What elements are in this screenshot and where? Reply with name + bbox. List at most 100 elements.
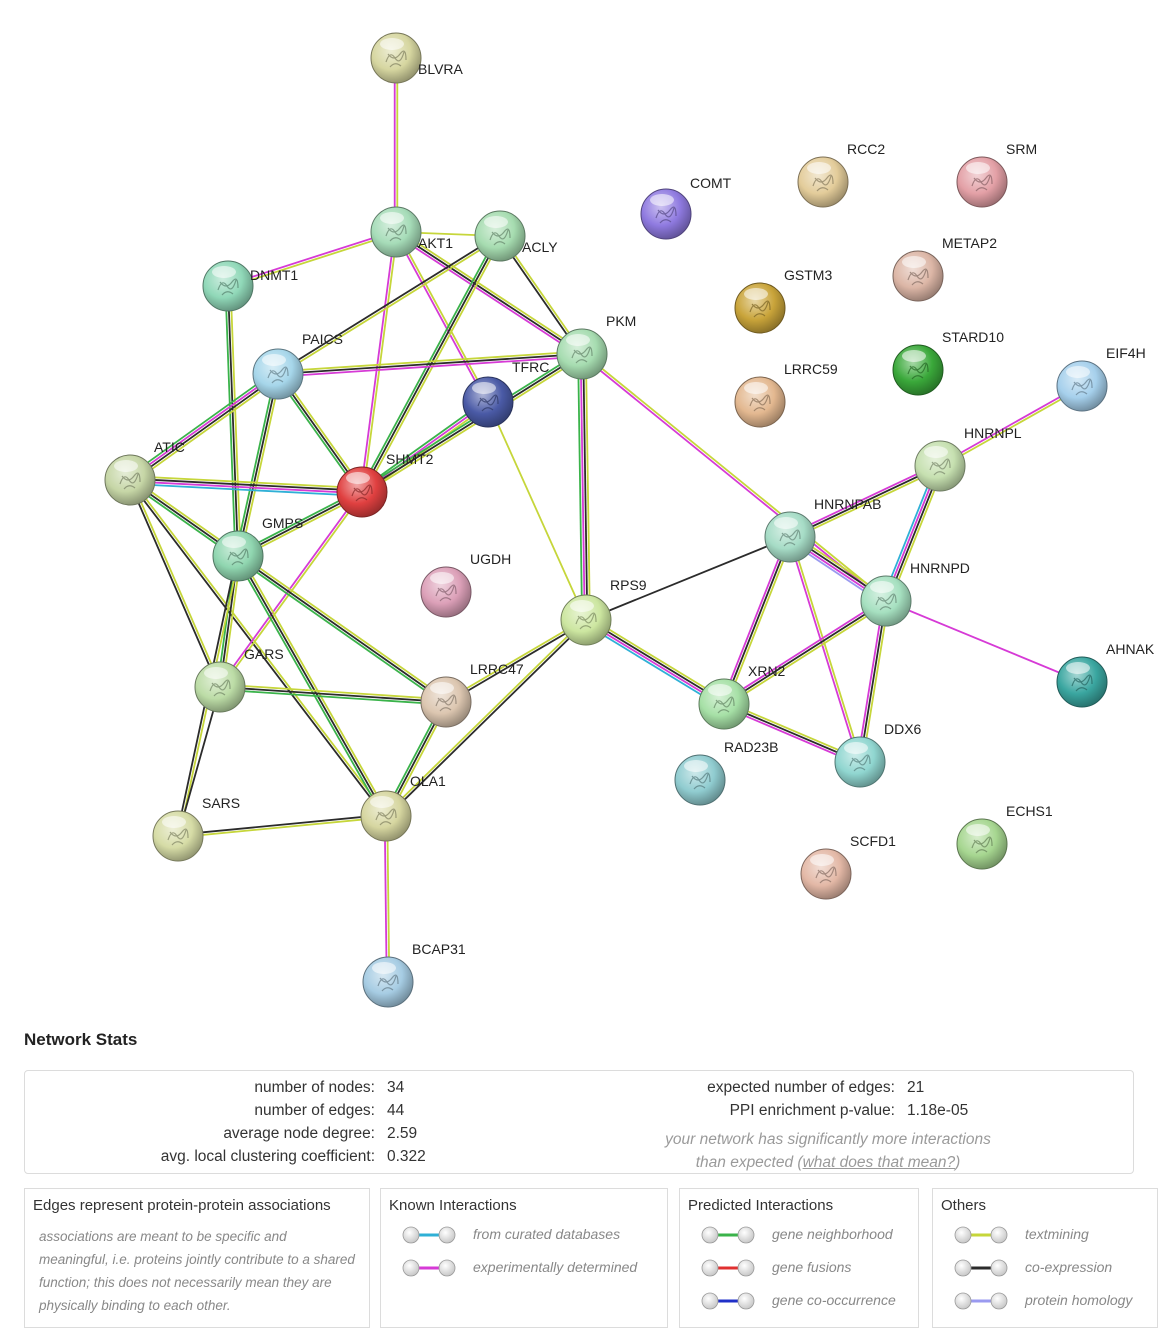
node-shmt2[interactable]: SHMT2 <box>336 451 434 518</box>
node-scfd1[interactable]: SCFD1 <box>800 833 896 900</box>
edge-ola1-bcap31[interactable] <box>383 815 391 983</box>
node-sars[interactable]: SARS <box>152 795 240 862</box>
edge-akt1-shmt2[interactable] <box>359 231 399 493</box>
node-paics[interactable]: PAICS <box>252 331 343 400</box>
node-rad23b[interactable]: RAD23B <box>674 739 778 806</box>
node-eif4h[interactable]: EIF4H <box>1056 345 1146 412</box>
node-atic[interactable]: ATIC <box>104 439 185 506</box>
stat-label: average node degree: <box>223 1125 375 1142</box>
edge-gmps-ola1[interactable] <box>234 554 390 818</box>
node-highlight <box>1066 366 1090 378</box>
edge-evidence-textmining <box>178 816 387 839</box>
edge-hnrnpab-ddx6[interactable] <box>787 536 863 763</box>
protein-structure-icon <box>217 278 239 296</box>
edge-paics-atic[interactable] <box>127 370 281 484</box>
node-bcap31[interactable]: BCAP31 <box>362 941 466 1008</box>
edge-pkm-hnrnpd[interactable] <box>580 352 888 603</box>
what-does-that-mean-link[interactable]: what does that mean? <box>802 1154 956 1171</box>
node-dnmt1[interactable]: DNMT1 <box>202 260 298 312</box>
edge-hnrnpd-xrn2[interactable] <box>722 598 888 707</box>
edge-evidence-coexpression <box>723 600 887 705</box>
edge-atic-ola1[interactable] <box>128 478 388 818</box>
protein-structure-icon <box>812 174 834 192</box>
protein-network-diagram: BLVRA AKT1 ACLY DNMT1 COMT RCC2 SRM METAP2 GSTM3… <box>104 32 1155 1008</box>
edge-gmps-lrrc47[interactable] <box>235 553 449 705</box>
edge-hnrnpd-ddx6[interactable] <box>856 600 890 763</box>
edge-gars-lrrc47[interactable] <box>219 683 447 706</box>
node-highlight <box>484 216 508 228</box>
node-gmps[interactable]: GMPS <box>212 515 303 582</box>
protein-structure-icon <box>385 224 407 242</box>
node-ahnak[interactable]: AHNAK <box>1056 641 1155 708</box>
edge-evidence-coexpression <box>361 353 583 493</box>
edge-blvra-akt1[interactable] <box>393 58 399 232</box>
edge-rps9-hnrnpab[interactable] <box>585 536 791 621</box>
edge-ola1-sars[interactable] <box>177 813 387 839</box>
edge-evidence-textmining <box>861 601 890 763</box>
node-rps9[interactable]: RPS9 <box>560 577 647 646</box>
node-tfrc[interactable]: TFRC <box>462 359 549 428</box>
edge-atic-shmt2[interactable] <box>129 475 363 497</box>
edge-acly-paics[interactable] <box>276 234 502 376</box>
edge-akt1-tfrc[interactable] <box>394 230 490 404</box>
edge-evidence-experimental <box>584 620 724 706</box>
stat-value: 44 <box>387 1102 405 1119</box>
node-label: HNRNPAB <box>814 496 881 512</box>
edge-paics-gmps[interactable] <box>234 373 282 557</box>
node-metap2[interactable]: METAP2 <box>892 235 997 302</box>
node-ddx6[interactable]: DDX6 <box>834 721 922 788</box>
edge-ola1-rps9[interactable] <box>384 618 588 818</box>
node-ola1[interactable]: OLA1 <box>360 773 446 842</box>
node-highlight <box>380 38 404 50</box>
node-lrrc47[interactable]: LRRC47 <box>420 661 524 728</box>
edge-evidence-coexpression <box>127 480 220 688</box>
edge-lrrc47-rps9[interactable] <box>444 618 588 704</box>
node-hnrnpab[interactable]: HNRNPAB <box>764 496 881 563</box>
node-label: BCAP31 <box>412 941 466 957</box>
edge-atic-gars[interactable] <box>127 479 223 688</box>
node-rcc2[interactable]: RCC2 <box>797 141 885 208</box>
node-echs1[interactable]: ECHS1 <box>956 803 1053 870</box>
edge-dnmt1-gmps[interactable] <box>224 285 242 557</box>
node-srm[interactable]: SRM <box>956 141 1037 208</box>
legend-swatch-icon <box>402 1226 456 1244</box>
edge-tfrc-rps9[interactable] <box>487 401 587 621</box>
legend-edges-panel: Edges represent protein-protein associat… <box>24 1188 370 1328</box>
edge-hnrnpd-ahnak[interactable] <box>885 600 1083 683</box>
node-hnrnpd[interactable]: HNRNPD <box>860 560 970 627</box>
node-comt[interactable]: COMT <box>640 175 732 240</box>
node-highlight <box>744 288 768 300</box>
edge-gars-sars[interactable] <box>177 686 221 837</box>
node-hnrnpl[interactable]: HNRNPL <box>914 425 1022 492</box>
edge-pkm-rps9[interactable] <box>577 353 591 621</box>
node-gstm3[interactable]: GSTM3 <box>734 267 832 334</box>
node-label: LRRC47 <box>470 661 524 677</box>
edge-evidence-textmining <box>584 353 591 620</box>
stat-value: 1.18e-05 <box>907 1102 969 1119</box>
protein-structure-icon <box>655 206 677 224</box>
node-gars[interactable]: GARS <box>194 646 284 713</box>
node-pkm[interactable]: PKM <box>556 313 636 380</box>
edge-rps9-xrn2[interactable] <box>583 615 727 709</box>
node-lrrc59[interactable]: LRRC59 <box>734 361 838 428</box>
edge-paics-pkm[interactable] <box>277 350 583 378</box>
edge-pkm-shmt2[interactable] <box>360 351 584 495</box>
protein-structure-icon <box>749 394 771 412</box>
legend-known-title: Known Interactions <box>389 1197 517 1214</box>
edge-akt1-dnmt1[interactable] <box>227 229 397 289</box>
edge-eif4h-hnrnpl[interactable] <box>938 384 1084 468</box>
protein-structure-icon <box>571 346 593 364</box>
legend-edges-title: Edges represent protein-protein associat… <box>33 1197 331 1214</box>
edge-evidence-textmining <box>228 232 397 289</box>
node-stard10[interactable]: STARD10 <box>892 329 1004 396</box>
node-acly[interactable]: ACLY <box>474 210 558 262</box>
edge-evidence-neighborhood <box>224 286 237 557</box>
node-akt1[interactable]: AKT1 <box>370 206 453 258</box>
edge-akt1-pkm[interactable] <box>394 229 584 357</box>
protein-structure-icon <box>971 174 993 192</box>
edge-hnrnpl-hnrnpab[interactable] <box>788 462 942 541</box>
node-ugdh[interactable]: UGDH <box>420 551 511 618</box>
edge-hnrnpab-xrn2[interactable] <box>720 535 794 706</box>
node-xrn2[interactable]: XRN2 <box>698 663 786 730</box>
node-blvra[interactable]: BLVRA <box>370 32 464 84</box>
